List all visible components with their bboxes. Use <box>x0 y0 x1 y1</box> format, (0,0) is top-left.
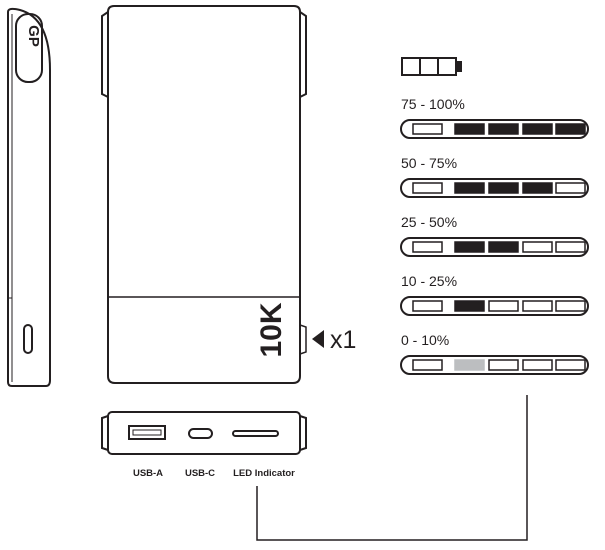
led-segment <box>488 300 519 312</box>
led-segment <box>412 123 443 135</box>
led-segment <box>488 123 519 135</box>
press-arrow-icon <box>312 330 324 348</box>
battery-level-list: 75 - 100% 50 - 75% 25 - 50% 10 - 25% 0 - <box>400 96 589 375</box>
port-label-usb-a: USB-A <box>133 468 163 479</box>
usb-a-port-tongue <box>132 429 162 436</box>
front-right-grip <box>299 11 307 98</box>
port-view <box>101 411 307 455</box>
front-left-grip <box>101 11 109 98</box>
press-instruction: x1 <box>330 326 356 354</box>
port-label-led-indicator: LED Indicator <box>233 468 295 479</box>
port-label-usb-c: USB-C <box>185 468 215 479</box>
led-segment <box>412 241 443 253</box>
side-body <box>7 7 51 387</box>
port-panel-left-grip <box>101 415 109 451</box>
led-segment <box>522 241 553 253</box>
led-segment <box>412 300 443 312</box>
led-segment <box>522 300 553 312</box>
level-range-label: 25 - 50% <box>401 214 457 230</box>
port-panel <box>107 411 301 455</box>
usb-a-port <box>128 425 166 440</box>
led-bar-frame <box>400 355 589 375</box>
power-button[interactable] <box>299 324 307 355</box>
level-range-label: 75 - 100% <box>401 96 465 112</box>
level-range-label: 50 - 75% <box>401 155 457 171</box>
connector-line <box>256 395 528 541</box>
level-range-label: 10 - 25% <box>401 273 457 289</box>
usb-c-port <box>188 428 213 439</box>
led-segment <box>454 359 485 371</box>
led-segment <box>412 359 443 371</box>
led-segment <box>412 182 443 194</box>
led-segment <box>454 241 485 253</box>
battery-icon-terminal <box>455 61 462 72</box>
led-segment <box>488 359 519 371</box>
logo-text: GP <box>25 25 42 47</box>
led-segment <box>522 359 553 371</box>
side-view <box>7 7 51 387</box>
capacity-label: 10K <box>255 302 288 357</box>
front-view <box>101 5 307 384</box>
side-logo-badge <box>15 13 43 83</box>
led-bar-frame <box>400 296 589 316</box>
led-segment <box>488 241 519 253</box>
led-segment <box>555 300 586 312</box>
led-segment <box>555 241 586 253</box>
led-segment <box>555 182 586 194</box>
led-bar-frame <box>400 178 589 198</box>
led-bar-frame <box>400 237 589 257</box>
led-segment <box>522 123 553 135</box>
led-segment <box>522 182 553 194</box>
led-segment <box>555 359 586 371</box>
level-range-label: 0 - 10% <box>401 332 449 348</box>
side-led-window <box>23 324 33 354</box>
battery-icon <box>401 57 462 76</box>
battery-icon-body <box>401 57 457 76</box>
led-segment <box>454 300 485 312</box>
led-indicator-strip <box>232 430 279 437</box>
led-segment <box>454 123 485 135</box>
led-bar-frame <box>400 119 589 139</box>
led-segment <box>555 123 586 135</box>
port-panel-right-grip <box>299 415 307 451</box>
front-body <box>107 5 301 384</box>
led-segment <box>488 182 519 194</box>
led-segment <box>454 182 485 194</box>
